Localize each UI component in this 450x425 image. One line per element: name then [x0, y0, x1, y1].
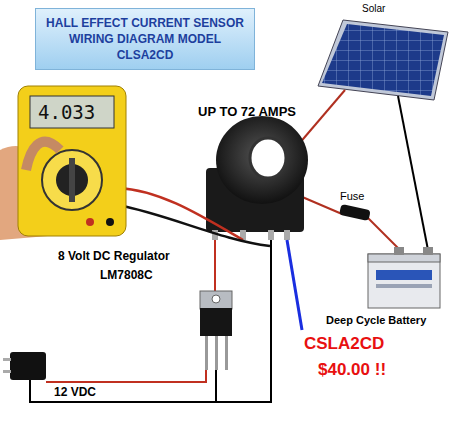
model-label: CSLA2CD: [304, 334, 384, 354]
title-text: HALL EFFECT CURRENT SENSOR WIRING DIAGRA…: [42, 15, 248, 63]
rating-label: UP TO 72 AMPS: [198, 104, 296, 119]
fuse-label: Fuse: [340, 190, 364, 202]
wall-adapter: [3, 352, 46, 380]
voltage-regulator: [200, 291, 232, 370]
supply-label: 12 VDC: [54, 385, 96, 399]
red-wire: [368, 218, 400, 250]
black-wire: [215, 370, 217, 402]
multimeter: [0, 86, 126, 240]
battery: [368, 247, 440, 308]
black-wire: [398, 96, 428, 250]
meter-reading: 4.033: [38, 101, 95, 123]
red-wire: [46, 370, 206, 382]
panel-label: Solar: [362, 3, 385, 14]
black-wire: [30, 240, 271, 402]
black-probe-lead: [118, 205, 270, 246]
red-probe-lead: [118, 188, 243, 240]
battery-label: Deep Cycle Battery: [326, 314, 426, 326]
price-label: $40.00 !!: [318, 360, 386, 380]
title-band: HALL EFFECT CURRENT SENSOR WIRING DIAGRA…: [35, 8, 255, 70]
fuse: [339, 204, 371, 221]
solar-panel: [318, 20, 448, 100]
red-wire: [214, 240, 216, 292]
current-sensor: [206, 116, 308, 240]
part-label: 8 Volt DC Regulator: [58, 249, 170, 263]
part-number: LM7808C: [100, 268, 153, 282]
blue-wire: [287, 240, 302, 330]
